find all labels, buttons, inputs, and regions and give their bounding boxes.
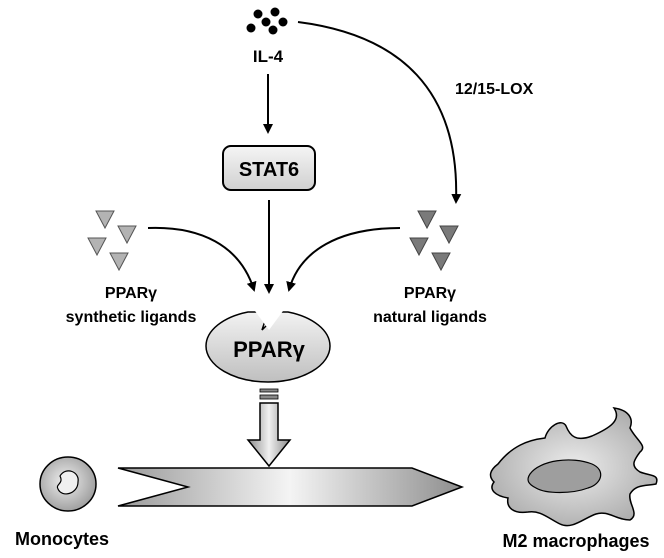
natural-to-pparg-arrow [286,227,401,292]
pparg-binding-pocket [255,311,283,330]
stat6-box [222,145,316,191]
il4-label: IL-4 [253,47,284,66]
macrophage-cell-icon [489,407,658,527]
monocyte-cell-icon [39,456,97,512]
stat6-label: STAT6 [239,159,299,181]
macrophages-label: M2 macrophages [502,531,649,551]
synthetic-ligands-subtitle: synthetic ligands [66,309,197,326]
natural-ligands-subtitle: natural ligands [373,309,487,326]
pparg-receptor [205,311,331,383]
pparg-down-arrow [246,388,292,468]
lox-label: 12/15-LOX [455,81,534,98]
synthetic-ligands-title: PPARγ [105,285,157,302]
differentiation-arrow [117,467,465,507]
pparg-label: PPARγ [233,337,305,362]
lox-curved-arrow [297,21,462,204]
monocytes-label: Monocytes [15,529,109,549]
synthetic-to-pparg-arrow [147,226,257,292]
il4-molecules-icon [246,7,288,35]
natural-ligands-icon [409,210,459,272]
synthetic-ligands-icon [87,210,137,272]
natural-ligands-title: PPARγ [404,285,456,302]
